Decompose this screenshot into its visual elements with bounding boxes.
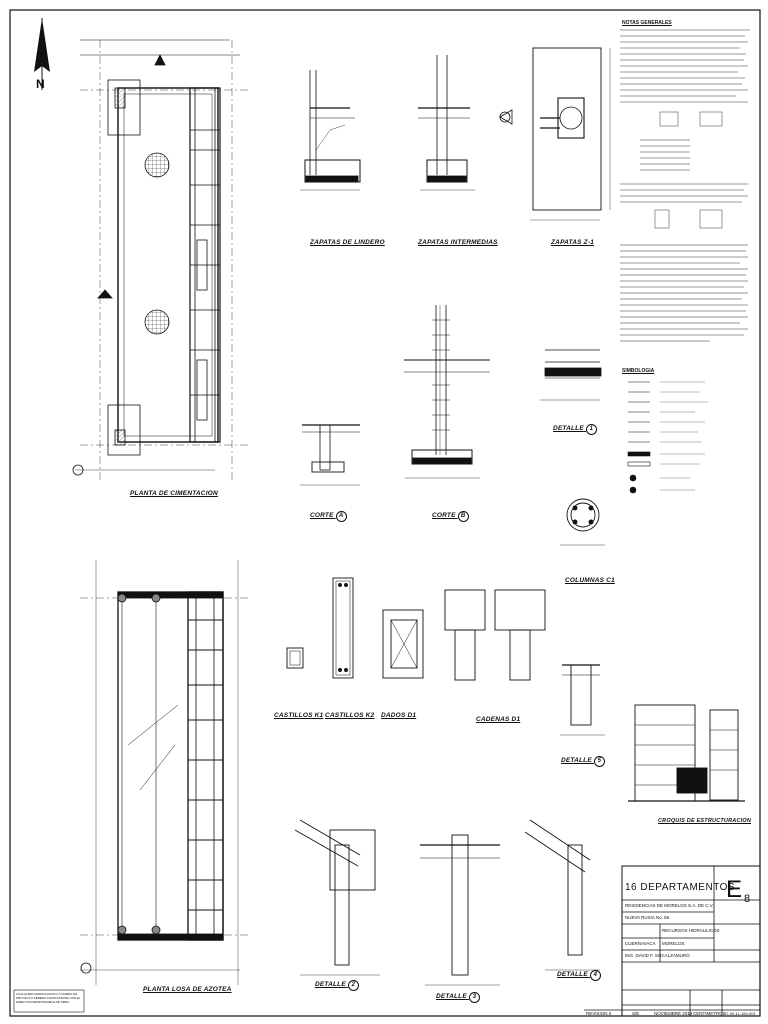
- corte-b-label: CORTE: [432, 512, 456, 519]
- units-value: CENTIMETROS: [693, 1011, 726, 1016]
- title-zapatas-lindero: ZAPATAS DE LINDERO: [310, 239, 385, 246]
- detalle-5-label: DETALLE: [561, 757, 592, 764]
- zapatas-z1-drawing: [499, 47, 611, 221]
- detalle-2-marker: 2: [347, 980, 359, 991]
- detalle-5-marker: 5: [593, 756, 605, 767]
- title-castillos-k2: CASTILLOS K2: [325, 712, 375, 719]
- columnas-c1-drawing: [560, 498, 605, 546]
- drawing-code: 17-00-11-160-001: [724, 1011, 756, 1016]
- title-zapatas-intermedias: ZAPATAS INTERMEDIAS: [418, 239, 498, 246]
- planta-cimentacion-drawing: [72, 39, 250, 480]
- detalle-4-drawing: [524, 819, 600, 971]
- zapatas-intermedias-drawing: [418, 55, 475, 191]
- date-value: NOVIEMBRE 2019: [654, 1011, 693, 1016]
- title-croquis: CROQUIS DE ESTRUCTURACION: [658, 818, 752, 824]
- castillos-k2-drawing: [332, 577, 354, 679]
- north-letter: N: [36, 77, 45, 91]
- title-dados-d1: DADOS D1: [381, 712, 417, 719]
- corte-a-marker: A: [335, 511, 347, 522]
- corte-a-label: CORTE: [310, 512, 334, 519]
- engineer-name: ING. DAVID F. SOCALZAMURO: [625, 953, 690, 958]
- title-corte-b: CORTE B: [432, 511, 469, 522]
- title-detalle-1: DETALLE 1: [553, 424, 597, 435]
- detalle-1-label: DETALLE: [553, 425, 584, 432]
- corte-b-marker: B: [457, 511, 469, 522]
- owner-name: RESIDENCIAS DE MORELOS S.A. DE C.V.: [625, 903, 714, 908]
- title-planta-losa: PLANTA LOSA DE AZOTEA: [143, 986, 232, 993]
- disclaimer-box: [13, 989, 85, 1013]
- title-zapatas-z1: ZAPATAS Z-1: [551, 239, 595, 246]
- detalle-3-label: DETALLE: [436, 993, 467, 1000]
- detalle-5-drawing: [560, 664, 605, 736]
- north-arrow-icon: [34, 18, 50, 90]
- detalle-3-drawing: [420, 834, 500, 986]
- notes-title: NOTAS GENERALES: [622, 20, 672, 26]
- detalle-2-label: DETALLE: [315, 981, 346, 988]
- title-detalle-4: DETALLE 4: [557, 970, 601, 981]
- detalle-3-marker: 3: [468, 992, 480, 1003]
- project-state: MORELOS: [662, 941, 685, 946]
- title-detalle-3: DETALLE 3: [436, 992, 480, 1003]
- disclaimer-text: CUALQUIER MODIFICACION O CAMBIO DE PROYE…: [16, 992, 81, 1004]
- simbologia-block: [627, 381, 708, 494]
- title-columnas-c1: COLUMNAS C1: [565, 577, 615, 584]
- title-corte-a: CORTE A: [310, 511, 347, 522]
- title-cadenas-d1: CADENAS D1: [476, 716, 521, 723]
- title-planta-cimentacion: PLANTA DE CIMENTACION: [130, 490, 218, 497]
- project-topic: RECURSOS HIDRAULICOS: [662, 928, 720, 933]
- castillos-k1-drawing: [286, 647, 304, 669]
- croquis-drawing: [628, 704, 745, 802]
- sheet-border: [9, 9, 761, 1017]
- zapatas-lindero-drawing: [300, 70, 361, 191]
- title-block-frame: [584, 865, 761, 1017]
- simbologia-title: SIMBOLOGIA: [622, 368, 655, 374]
- title-detalle-2: DETALLE 2: [315, 980, 359, 991]
- revision-label: REVISION 0: [586, 1011, 612, 1016]
- detalle-2-drawing: [294, 819, 380, 976]
- corte-a-drawing: [300, 424, 360, 486]
- dados-d1-drawing: [382, 609, 424, 679]
- detalle-1-drawing: [540, 349, 602, 401]
- title-detalle-5: DETALLE 5: [561, 756, 605, 767]
- sheet-number: 8: [744, 893, 751, 905]
- scale-value: S/E: [632, 1011, 640, 1016]
- sheet-letter: E: [726, 876, 743, 903]
- corte-b-drawing: [404, 305, 490, 479]
- notes-text-block: [620, 29, 750, 342]
- project-address: NUEVA RUSIA No. 66: [625, 915, 670, 920]
- detalle-4-marker: 4: [589, 970, 601, 981]
- title-castillos-k1: CASTILLOS K1: [274, 712, 324, 719]
- detalle-4-label: DETALLE: [557, 971, 588, 978]
- cadenas-d1-drawing: [444, 589, 546, 681]
- detalle-1-marker: 1: [585, 424, 597, 435]
- project-title: 16 DEPARTAMENTOS: [625, 882, 736, 893]
- planta-losa-drawing: [80, 560, 250, 985]
- project-city: CUERNAVACA: [625, 941, 656, 946]
